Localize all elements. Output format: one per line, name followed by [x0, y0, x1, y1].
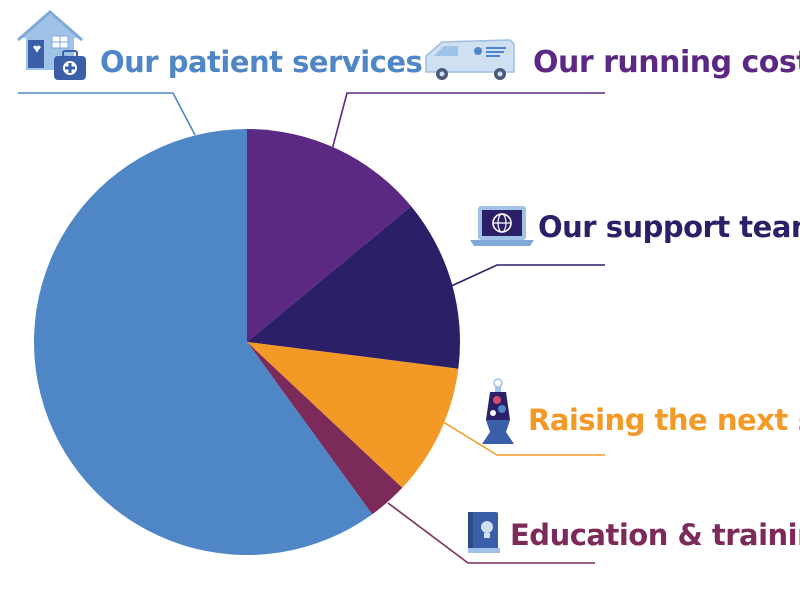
leader-line-support-teams	[446, 264, 605, 289]
leader-line-education	[387, 502, 595, 564]
leader-line-running-costs	[327, 92, 605, 166]
laptop-globe-icon	[470, 206, 534, 246]
pie-slices	[34, 129, 460, 555]
house-medical-kit-icon	[17, 10, 86, 80]
legend-label-support-teams: Our support teams	[538, 210, 800, 244]
pie-slice-our-patient-services	[34, 129, 373, 555]
pie-slice-our-running-costs	[247, 129, 412, 342]
leader-lines	[18, 92, 605, 564]
legend-label-education: Education & training	[510, 518, 800, 552]
lava-lamp-icon	[482, 378, 514, 444]
leader-line-patient-services	[18, 92, 196, 136]
legend-label-patient-services: Our patient services	[100, 45, 422, 79]
legend-label-running-costs: Our running costs	[533, 45, 800, 80]
legend-label-raising: Raising the next £1	[528, 403, 800, 437]
pie-slice-raising-the-next-1	[247, 342, 459, 488]
pie-slice-education-training	[247, 342, 403, 515]
pie-slice-our-support-teams	[247, 206, 460, 369]
leader-line-raising	[439, 419, 605, 456]
book-lightbulb-icon	[468, 512, 500, 553]
van-icon	[425, 39, 515, 80]
